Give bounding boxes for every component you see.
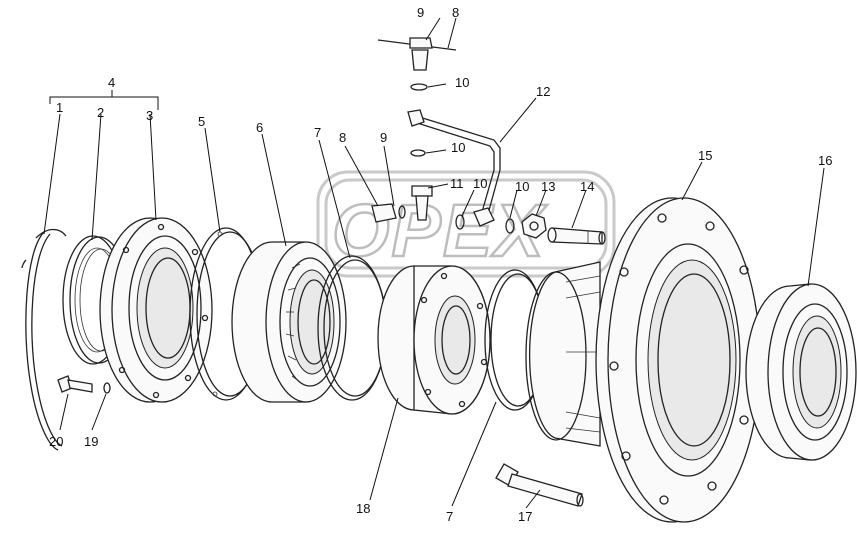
- part-12-pipe: [407, 109, 501, 227]
- callout-20: 20: [49, 434, 63, 449]
- part-3-cover: [99, 217, 213, 403]
- callout-8-middle: 8: [339, 130, 346, 145]
- callout-7-bottom: 7: [446, 509, 453, 524]
- part-11-elbow: [411, 185, 433, 221]
- callout-14: 14: [580, 179, 594, 194]
- watermark-logo: OPEX: [316, 170, 616, 278]
- part-16-bearing: [745, 283, 857, 461]
- callout-9-middle: 9: [380, 130, 387, 145]
- callout-8-top: 8: [452, 5, 459, 20]
- callout-5: 5: [198, 114, 205, 129]
- callout-1: 1: [56, 100, 63, 115]
- part-10-washer-b: [455, 214, 465, 230]
- callout-10-top: 10: [455, 75, 469, 90]
- part-6-bearing: [231, 241, 347, 403]
- callout-10-upper: 10: [451, 140, 465, 155]
- callout-17: 17: [518, 509, 532, 524]
- part-15-hub: [525, 197, 761, 523]
- callout-11: 11: [450, 176, 464, 191]
- part-18-seal-housing: [377, 265, 491, 415]
- part-14-fitting: [547, 227, 606, 245]
- part-10-washer-a: [505, 218, 515, 234]
- callout-2: 2: [97, 105, 104, 120]
- callout-3: 3: [146, 108, 153, 123]
- callout-4: 4: [108, 75, 115, 90]
- bracket-4: [49, 96, 159, 110]
- callout-12: 12: [536, 84, 550, 99]
- callout-19: 19: [84, 434, 98, 449]
- callout-9-top: 9: [417, 5, 424, 20]
- callout-6: 6: [256, 120, 263, 135]
- callout-15: 15: [698, 148, 712, 163]
- callout-13: 13: [541, 179, 555, 194]
- part-8-9-breather-top: [377, 37, 457, 71]
- callout-10-middle: 10: [473, 176, 487, 191]
- part-10-washer-d: [410, 83, 428, 91]
- part-8-9-breather-middle: [371, 203, 406, 223]
- callout-10-right: 10: [515, 179, 529, 194]
- part-10-washer-c: [410, 149, 426, 157]
- callout-18: 18: [356, 501, 370, 516]
- callout-16: 16: [818, 153, 832, 168]
- part-1-snap-ring: [21, 228, 67, 451]
- leader-lines: [43, 17, 825, 509]
- part-13-nut: [521, 213, 547, 239]
- callout-7-left: 7: [314, 125, 321, 140]
- part-17-stud: [495, 463, 584, 507]
- part-19-washer: [103, 382, 111, 394]
- watermark-text: OPEX: [332, 189, 548, 272]
- part-20-bolt: [57, 375, 93, 393]
- callouts: 1 2 3 4 5 6 7 8 9 9 8 10 10 11 10 10 12 …: [49, 5, 832, 524]
